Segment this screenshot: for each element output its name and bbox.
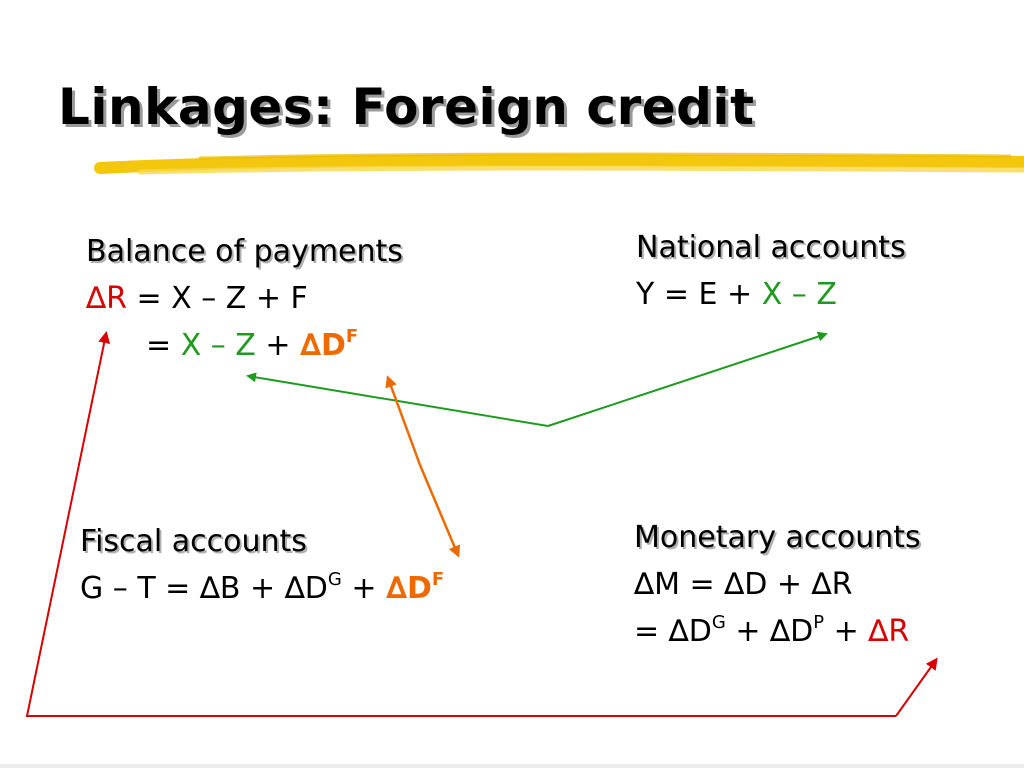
monetary-heading: Monetary accounts — [634, 520, 921, 555]
monetary-equation-1: ∆M = ∆D + ∆R — [634, 567, 853, 602]
balance-of-payments-block: Balance of payments ∆R = X – Z + F = X –… — [86, 228, 403, 369]
link-monetary-to-bop — [25, 331, 938, 717]
fiscal-heading: Fiscal accounts — [80, 524, 307, 559]
bop-eq2-d: D — [321, 328, 346, 363]
bop-eq2-sup-f: F — [345, 326, 359, 347]
monetary-accounts-block: Monetary accounts ∆M = ∆D + ∆R = ∆DG + ∆… — [634, 514, 921, 655]
bop-delta: ∆ — [86, 281, 107, 316]
bop-eq2-xz: X – Z — [180, 328, 256, 363]
national-eq-lhs: Y = E + — [636, 277, 762, 312]
fiscal-eq-plus: + — [341, 571, 387, 606]
fiscal-accounts-block: Fiscal accounts G – T = ∆B + ∆DG + ∆DF — [80, 518, 444, 612]
monetary-equation-2: = ∆DG + ∆DP + ∆R — [634, 608, 921, 655]
fiscal-eq-delta: ∆ — [386, 571, 407, 606]
bop-equation-1: ∆R = X – Z + F — [86, 275, 403, 322]
monetary-eq2-lhs: = ∆D — [634, 614, 712, 649]
national-accounts-block: National accounts Y = E + X – Z — [636, 224, 906, 318]
bop-r: R — [106, 281, 127, 316]
link-national-to-bop — [246, 331, 828, 427]
fiscal-eq-sup-f: F — [431, 569, 445, 590]
fiscal-eq-d: D — [406, 571, 432, 606]
bop-eq2-equals: = — [146, 328, 181, 363]
fiscal-equation: G – T = ∆B + ∆DG + ∆DF — [80, 565, 444, 612]
bop-eq1-rest: = X – Z + F — [126, 281, 308, 316]
monetary-eq2-r: R — [888, 614, 910, 649]
bop-equation-2: = X – Z + ∆DF — [86, 322, 403, 369]
monetary-eq2-plus: + — [824, 614, 869, 649]
bop-eq2-delta: ∆ — [300, 328, 321, 363]
bop-heading: Balance of payments — [86, 234, 403, 269]
bop-eq2-plus: + — [255, 328, 301, 363]
fiscal-eq-sup-g: G — [327, 569, 342, 590]
title-highlight-stroke — [94, 152, 1024, 175]
national-heading: National accounts — [636, 230, 906, 265]
monetary-eq2-delta: ∆ — [868, 614, 889, 649]
monetary-eq2-sup-g: G — [711, 612, 726, 633]
bottom-rule — [0, 764, 1024, 768]
link-bop-to-fiscal — [385, 375, 461, 558]
fiscal-eq-lhs: G – T = ∆B + ∆D — [80, 571, 328, 606]
monetary-eq2-sup-p: P — [813, 612, 825, 633]
monetary-eq2-mid: + ∆D — [725, 614, 814, 649]
national-equation: Y = E + X – Z — [636, 271, 906, 318]
slide-title: Linkages: Foreign credit — [58, 78, 755, 136]
national-eq-xz: X – Z — [761, 277, 837, 312]
